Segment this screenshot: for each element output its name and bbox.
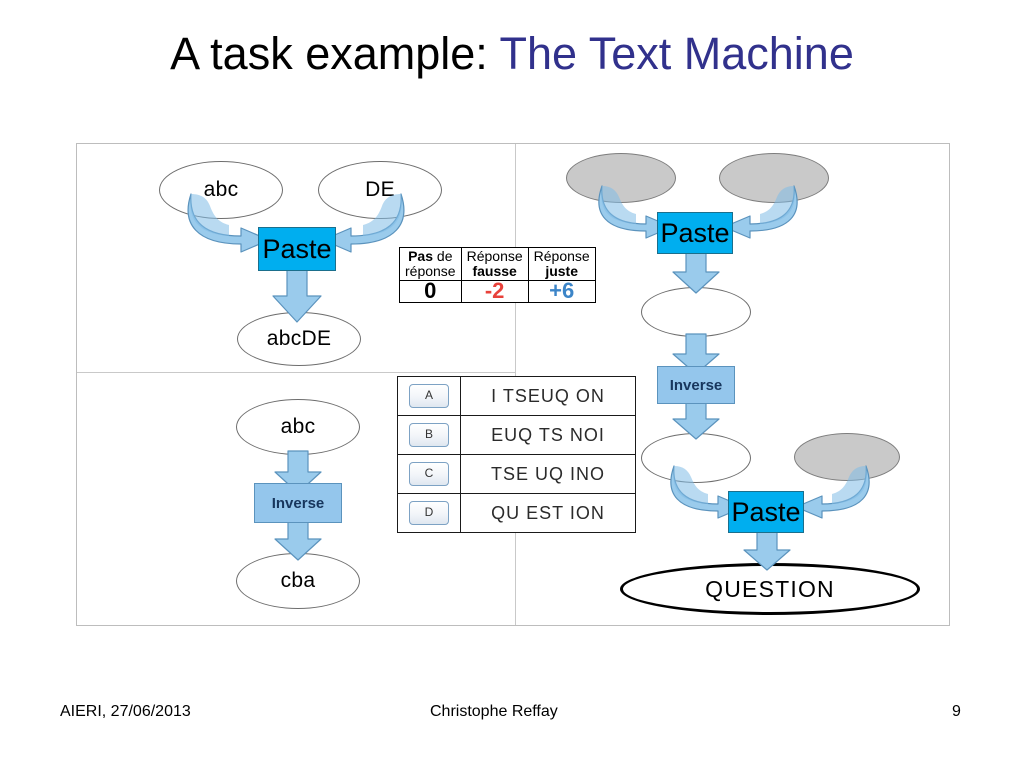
op-paste-2-label: Paste [731, 496, 801, 527]
op-inverse-example[interactable]: Inverse [254, 483, 342, 523]
answer-option-button-b[interactable]: B [409, 423, 449, 447]
node-intermediate-2 [641, 433, 751, 483]
arrow-intermediate1-to-inverse [671, 333, 721, 376]
score-value-wrong-answer: -2 [460, 280, 529, 303]
score-table-header-row: Pas de réponse Réponse fausse Réponse ju… [399, 247, 596, 281]
footer-author: Christophe Reffay [430, 703, 558, 720]
arrow-paste2-to-question [742, 529, 792, 572]
score-header-right-answer-rest: Réponse [533, 248, 590, 264]
arrow-paste1-to-intermediate1 [671, 250, 721, 295]
answer-option-text-a[interactable]: I TSEUQ ON [460, 376, 636, 416]
score-table-value-row: 0 -2 +6 [399, 280, 596, 303]
node-inverse-input-label: abc [280, 415, 316, 438]
op-paste-example[interactable]: Paste [258, 227, 336, 271]
node-input-abc: abc [159, 161, 283, 219]
paste-example-panel: abc DE Paste abcDE [77, 144, 515, 372]
op-paste-1-label: Paste [660, 217, 730, 248]
op-inverse-1-label: Inverse [669, 376, 723, 394]
page-title: A task example: The Text Machine [0, 26, 1024, 82]
answer-option-text-d[interactable]: QU EST ION [460, 493, 636, 533]
curved-arrow-hidden2-to-paste1 [706, 184, 802, 240]
node-intermediate-1 [641, 287, 751, 337]
node-output-abcde-label: abcDE [266, 327, 332, 350]
answer-option-text-c[interactable]: TSE UQ INO [460, 454, 636, 494]
answer-option-button-d[interactable]: D [409, 501, 449, 525]
page-title-accent: The Text Machine [499, 28, 854, 79]
score-header-no-answer-rest: de [433, 248, 453, 264]
answer-option-row-d[interactable]: D QU EST ION [397, 493, 636, 533]
node-inverse-output-cba: cba [236, 553, 360, 609]
op-paste-2[interactable]: Paste [728, 491, 804, 533]
node-input-de: DE [318, 161, 442, 219]
score-header-no-answer-line2: réponse [405, 263, 456, 279]
score-value-right-answer: +6 [527, 280, 596, 303]
curved-arrow-hidden3-to-paste2 [778, 464, 874, 520]
arrow-inverse-to-cba [273, 517, 323, 562]
answer-option-button-a[interactable]: A [409, 384, 449, 408]
node-inverse-input-abc: abc [236, 399, 360, 455]
node-final-question: QUESTION [620, 563, 920, 615]
score-header-no-answer-bold: Pas [408, 248, 434, 264]
score-table: Pas de réponse Réponse fausse Réponse ju… [399, 247, 596, 303]
task-machine-panel: Paste Inverse [516, 144, 951, 626]
node-hidden-input-1 [566, 153, 676, 203]
answer-option-letter-cell-b[interactable]: B [397, 415, 461, 455]
footer-page-number: 9 [952, 703, 961, 720]
page-title-main: A task example: [170, 28, 488, 79]
answer-option-row-c[interactable]: C TSE UQ INO [397, 454, 636, 494]
answer-option-button-c[interactable]: C [409, 462, 449, 486]
answer-option-row-b[interactable]: B EUQ TS NOI [397, 415, 636, 455]
score-header-wrong-answer-rest: Réponse [466, 248, 523, 264]
score-header-right-answer-line2: juste [545, 263, 578, 279]
arrow-inverse-to-intermediate2 [671, 398, 721, 441]
score-value-no-answer: 0 [399, 280, 462, 303]
score-header-wrong-answer: Réponse fausse [460, 247, 529, 281]
score-header-right-answer: Réponse juste [527, 247, 596, 281]
op-inverse-example-label: Inverse [271, 494, 325, 512]
slide-footer: AIERI, 27/06/2013 Christophe Reffay 9 [0, 703, 1024, 729]
answer-option-letter-cell-c[interactable]: C [397, 454, 461, 494]
answer-option-row-a[interactable]: A I TSEUQ ON [397, 376, 636, 416]
answer-option-letter-cell-d[interactable]: D [397, 493, 461, 533]
arrow-paste-to-output [271, 261, 323, 324]
op-paste-1[interactable]: Paste [657, 212, 733, 254]
op-paste-example-label: Paste [262, 233, 332, 264]
op-inverse-1[interactable]: Inverse [657, 366, 735, 404]
footer-event: AIERI, 27/06/2013 [60, 703, 191, 720]
inverse-example-panel: abc Inverse cba [77, 373, 515, 626]
node-hidden-input-2 [719, 153, 829, 203]
node-final-question-label: QUESTION [705, 575, 835, 602]
node-input-de-label: DE [365, 178, 395, 201]
node-hidden-input-3 [794, 433, 900, 481]
node-inverse-output-label: cba [280, 569, 316, 592]
arrow-abc-to-inverse [273, 450, 323, 495]
node-input-abc-label: abc [203, 178, 239, 201]
answer-option-text-b[interactable]: EUQ TS NOI [460, 415, 636, 455]
score-header-no-answer: Pas de réponse [399, 247, 462, 281]
answer-option-letter-cell-a[interactable]: A [397, 376, 461, 416]
frame-divider-horizontal [77, 372, 515, 373]
node-output-abcde: abcDE [237, 312, 361, 366]
curved-arrow-right-to-paste [299, 192, 409, 254]
curved-arrow-left-to-paste [183, 192, 293, 254]
diagram-frame: abc DE Paste abcDE abc Inverse [76, 143, 950, 626]
answer-options-table[interactable]: A I TSEUQ ON B EUQ TS NOI C TSE UQ INO [397, 376, 636, 533]
score-header-wrong-answer-line2: fausse [472, 263, 517, 279]
